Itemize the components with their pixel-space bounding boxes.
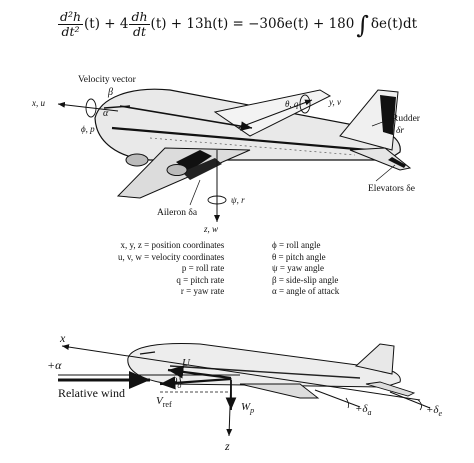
velocity-vector-label: Velocity vector (78, 75, 137, 85)
equation-term-3: δe(t)dt (370, 16, 418, 32)
rudder-label: Rudder (392, 114, 421, 124)
phi-p-label: ϕ, p (81, 124, 95, 134)
first-derivative-fraction: dh dt (129, 8, 150, 39)
aileron-leader (189, 179, 201, 206)
legend-item: θ = pitch angle (272, 251, 326, 262)
rudder-leader (371, 117, 394, 127)
yaw-rotation-icon (207, 195, 227, 205)
psi-r-label: ψ, r (231, 195, 245, 205)
relative-wind-label: Relative wind (58, 386, 125, 400)
beta-label: β (107, 87, 113, 98)
elevator-deflection-line (389, 391, 431, 409)
u-velocity-arrow (167, 365, 232, 380)
delta-e-subscript: e (439, 409, 443, 418)
delta-e-label: +δe (426, 404, 443, 418)
legend-item: q = pitch rate (176, 274, 225, 285)
vertical-tail (339, 89, 399, 151)
x-axis-line (57, 101, 119, 112)
legend-item: x, y, z = position coordinates (120, 240, 225, 250)
theta-subscript: o (177, 381, 181, 390)
legend-item: α = angle of attack (272, 286, 340, 296)
delta-a-label: +δa (355, 403, 372, 417)
y-v-label: y, v (328, 97, 341, 107)
legend-item: ψ = yaw angle (272, 263, 324, 273)
equation-term-1: (t) + 4 (84, 16, 129, 32)
wp-label: Wp (241, 401, 254, 415)
z-w-label: z, w (203, 224, 218, 234)
legend-item: p = roll rate (181, 263, 225, 273)
pitch-rotation-icon (299, 94, 311, 114)
roll-rotation-icon (85, 98, 97, 118)
aileron-label: Aileron δa (157, 208, 198, 218)
legend-left-column: x, y, z = position coordinates u, v, w =… (118, 240, 224, 298)
side-aircraft (127, 343, 416, 399)
theta-q-label: θ, q (285, 99, 299, 109)
fraction-denominator: dt (133, 23, 147, 39)
vref-label: Vref (156, 395, 172, 409)
elevators-label: Elevators δe (368, 184, 415, 194)
elevator-arc (417, 399, 422, 411)
legend-item: u, v, w = velocity coordinates (118, 251, 225, 262)
legend-item: β = side-slip angle (272, 274, 339, 285)
side-z-label: z (224, 439, 230, 453)
velocity-vector-line (119, 105, 253, 131)
side-x-label: x (59, 331, 66, 345)
delta-a-subscript: a (368, 408, 372, 417)
fraction-denominator: dt² (61, 23, 80, 39)
horizontal-tail (349, 147, 412, 171)
fraction-numerator: dh (129, 8, 150, 25)
v-symbol: V (156, 395, 164, 407)
legend-item: r = yaw rate (180, 286, 225, 296)
legend-right-column: ϕ = roll angle θ = pitch angle ψ = yaw a… (272, 240, 339, 298)
alpha-label: α (103, 108, 109, 119)
u-symbol: U (182, 357, 191, 369)
equation-term-2: (t) + 13h(t) = −30δe(t) + 180 (150, 16, 355, 32)
aileron-arc (345, 397, 350, 409)
delta-a-symbol: +δ (355, 403, 368, 415)
theta-arc (179, 371, 183, 385)
fraction-numerator: d²h (57, 8, 84, 25)
engines (125, 153, 188, 176)
theta-label: θo (172, 376, 181, 390)
legend-item: ϕ = roll angle (272, 240, 321, 250)
vref-subscript: ref (163, 400, 172, 409)
plus-alpha-label: +α (47, 358, 62, 372)
vref-arrow (159, 376, 232, 390)
theta-symbol: θ (172, 376, 178, 388)
x-u-label: x, u (31, 98, 45, 108)
side-x-axis (61, 344, 421, 401)
delta-e-symbol: +δ (426, 404, 439, 416)
aileron-deflection-line (314, 389, 361, 408)
elevator-leader (375, 164, 396, 182)
w-symbol: W (241, 401, 251, 413)
second-derivative-fraction: d²h dt² (57, 8, 84, 39)
differential-equation: d²h dt² (t) + 4 dh dt (t) + 13h(t) = −30… (0, 6, 474, 42)
integral-sign: ∫ (356, 11, 369, 39)
u-label: U (182, 357, 191, 369)
rudder-symbol-label: δr (396, 126, 404, 136)
wp-subscript: p (249, 406, 254, 415)
